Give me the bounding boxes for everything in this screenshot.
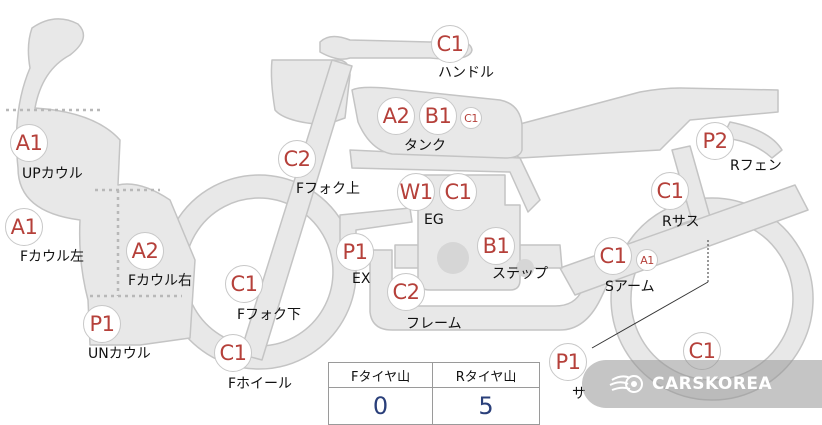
- grade-badge-un-cowl: P1: [83, 305, 121, 343]
- grade-badge-f-fork-lower: C1: [225, 265, 263, 303]
- grade-badge-frame: C2: [387, 273, 425, 311]
- label-un-cowl: UNカウル: [88, 346, 151, 362]
- grade-badge-up-cowl: A1: [10, 124, 48, 162]
- label-s-arm: Sアーム: [605, 279, 655, 295]
- flame-logo-icon: [609, 375, 643, 393]
- step-peg-circle: [516, 259, 534, 277]
- grade-badge-r-fender: P2: [696, 122, 734, 160]
- label-f-cowl-right: Fカウル右: [128, 273, 193, 289]
- grade-badge-eg-1: W1: [397, 173, 435, 211]
- grade-badge-tank-3: C1: [460, 107, 482, 129]
- label-f-fork-upper: Fフォク上: [296, 181, 361, 197]
- grade-badge-f-cowl-left: A1: [5, 208, 43, 246]
- front-tire-value: 0: [327, 387, 434, 425]
- grade-badge-f-fork-upper: C2: [278, 140, 316, 178]
- label-handle: ハンドル: [438, 65, 494, 81]
- grade-badge-tank-2: B1: [419, 97, 457, 135]
- upper-frame-shape: [349, 149, 541, 213]
- label-step: ステップ: [492, 266, 548, 282]
- label-r-fender: Rフェン: [730, 158, 782, 174]
- label-eg: EG: [424, 212, 444, 228]
- rear-tire-header: Rタイヤ山: [432, 362, 540, 388]
- rear-fender-shape: [721, 121, 783, 159]
- grade-badge-s-arm-1: C1: [594, 237, 632, 275]
- watermark-brand-text: CARSKOREA: [652, 374, 773, 394]
- grade-badge-f-cowl-right: A2: [126, 232, 164, 270]
- label-f-fork-lower: Fフォク下: [237, 307, 302, 323]
- label-ex: EX: [352, 271, 371, 287]
- label-tank: タンク: [404, 138, 446, 154]
- grade-badge-step: B1: [477, 227, 515, 265]
- rear-tire-value: 5: [432, 387, 540, 425]
- label-f-cowl-left: Fカウル左: [20, 249, 85, 265]
- front-tire-header: Fタイヤ山: [327, 362, 434, 388]
- label-r-sus: Rサス: [662, 214, 700, 230]
- side-leader-line: [591, 281, 709, 349]
- label-up-cowl: UPカウル: [22, 166, 83, 182]
- tire-tread-table: Fタイヤ山 Rタイヤ山 0 5: [327, 362, 540, 425]
- grade-badge-r-sus: C1: [651, 172, 689, 210]
- front-fork-shape: [239, 59, 353, 361]
- carskorea-watermark: CARSKOREA: [582, 360, 822, 408]
- grade-badge-handle: C1: [431, 25, 469, 63]
- grade-badge-side: P1: [549, 343, 587, 381]
- label-frame: フレーム: [406, 316, 462, 332]
- grade-badge-f-wheel: C1: [214, 334, 252, 372]
- grade-badge-s-arm-2: A1: [636, 249, 658, 271]
- grade-badge-tank-1: A2: [377, 97, 415, 135]
- label-f-wheel: Fホイール: [228, 376, 293, 392]
- engine-cover-circle: [437, 242, 469, 274]
- grade-badge-ex: P1: [336, 233, 374, 271]
- grade-badge-eg-2: C1: [439, 173, 477, 211]
